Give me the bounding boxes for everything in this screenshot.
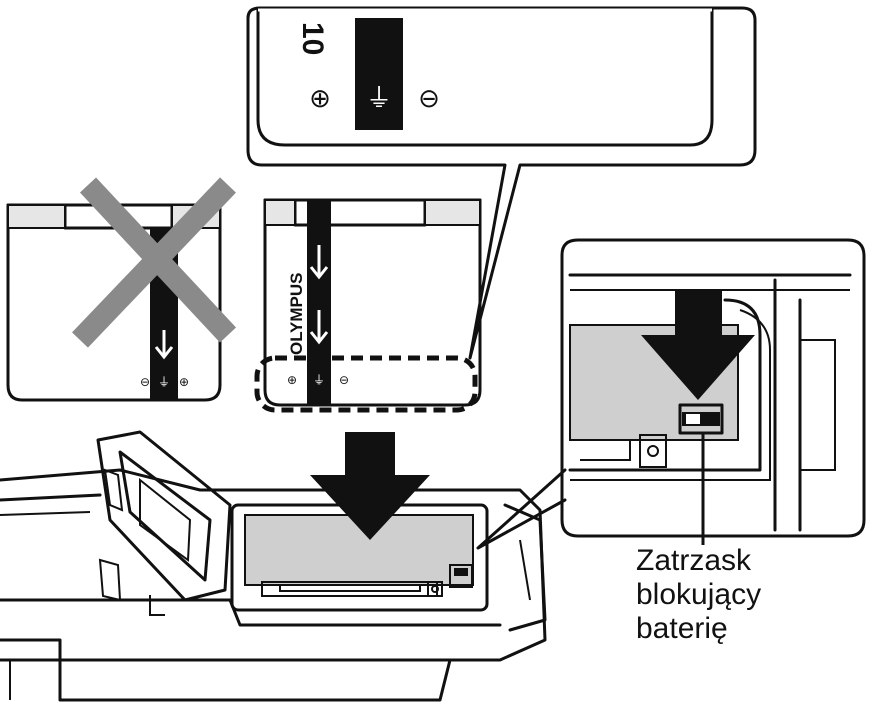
zoom-number-label: 10 — [296, 22, 329, 55]
wrong-plus-sign: ⊕ — [179, 375, 189, 389]
battery-wrong-orientation: ⊖ ⏚ ⊕ — [6, 177, 237, 402]
insert-arrow — [310, 432, 430, 540]
wrong-ground-sign: ⏚ — [158, 375, 170, 389]
battery-lock-caption: Zatrzask blokujący baterię — [636, 544, 866, 646]
zoom-bubble-right — [476, 238, 866, 550]
caption-line-1: Zatrzask — [636, 544, 752, 577]
zoom-minus-sign: ⊖ — [418, 84, 440, 114]
caption-line-3: baterię — [636, 612, 728, 645]
battery-correct-orientation: OLYMPUS ⊕ ⏚ ⊖ — [254, 198, 482, 413]
lock-arrow — [641, 290, 755, 400]
correct-plus-sign: ⊕ — [287, 373, 297, 387]
zoom-plus-sign: ⊕ — [309, 84, 331, 114]
correct-minus-sign: ⊖ — [339, 373, 349, 387]
battery-brand-label: OLYMPUS — [287, 272, 306, 355]
correct-ground-sign: ⏚ — [313, 373, 325, 387]
caption-line-2: blokujący — [636, 578, 762, 611]
zoom-ground-sign: ⏚ — [366, 84, 392, 114]
zoom-bubble-top: 10 ⊕ ⏚ ⊖ — [246, 6, 757, 360]
dashed-highlight — [254, 355, 478, 413]
battery-door — [96, 430, 232, 602]
wrong-minus-sign: ⊖ — [140, 375, 150, 389]
cross-mark — [72, 177, 237, 348]
